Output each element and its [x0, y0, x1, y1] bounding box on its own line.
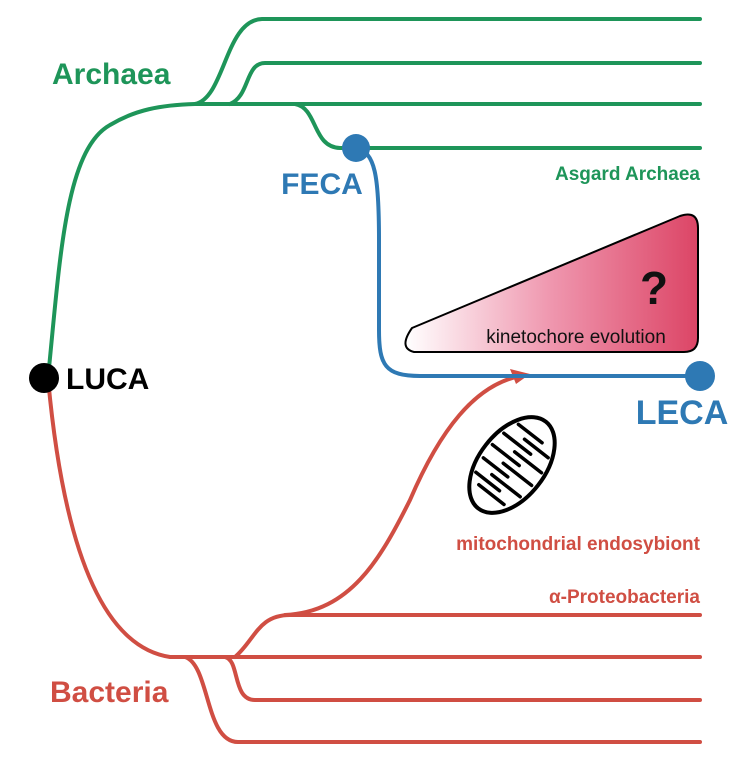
feca-node	[342, 134, 370, 162]
archaea-branches	[46, 17, 702, 380]
alpha-proteobacteria-branch	[233, 613, 702, 659]
asgard-branch	[293, 102, 702, 150]
archaea-leaf-1	[193, 17, 702, 106]
asgard-archaea-label: Asgard Archaea	[555, 164, 700, 185]
archaea-leaf-2	[228, 61, 702, 106]
kinetochore-evolution-wedge	[404, 213, 699, 353]
bacteria-leaf-700	[223, 655, 702, 702]
luca-label: LUCA	[66, 363, 149, 396]
bacteria-leaf-742	[183, 655, 702, 744]
leca-label: LECA	[636, 394, 729, 432]
alpha-proteobacteria-label: α-Proteobacteria	[549, 587, 700, 608]
mitochondrial-endosymbiont-branch	[283, 374, 522, 617]
bacteria-label: Bacteria	[50, 676, 169, 709]
feca-to-leca-branch	[354, 146, 702, 378]
leca-node	[685, 361, 715, 391]
bacteria-branches	[46, 374, 702, 744]
bacteria-main-branch	[46, 376, 237, 659]
eukaryote-lineage	[354, 146, 702, 378]
kinetochore-question-mark: ?	[640, 262, 668, 314]
luca-node	[29, 363, 59, 393]
archaea-main-branch	[46, 102, 307, 380]
mitochondrial-endosymbiont-label: mitochondrial endosybiont	[456, 534, 701, 555]
mitochondrion-icon	[467, 415, 557, 515]
feca-label: FECA	[281, 168, 363, 201]
archaea-label: Archaea	[52, 58, 171, 91]
kinetochore-evolution-label: kinetochore evolution	[486, 327, 666, 348]
